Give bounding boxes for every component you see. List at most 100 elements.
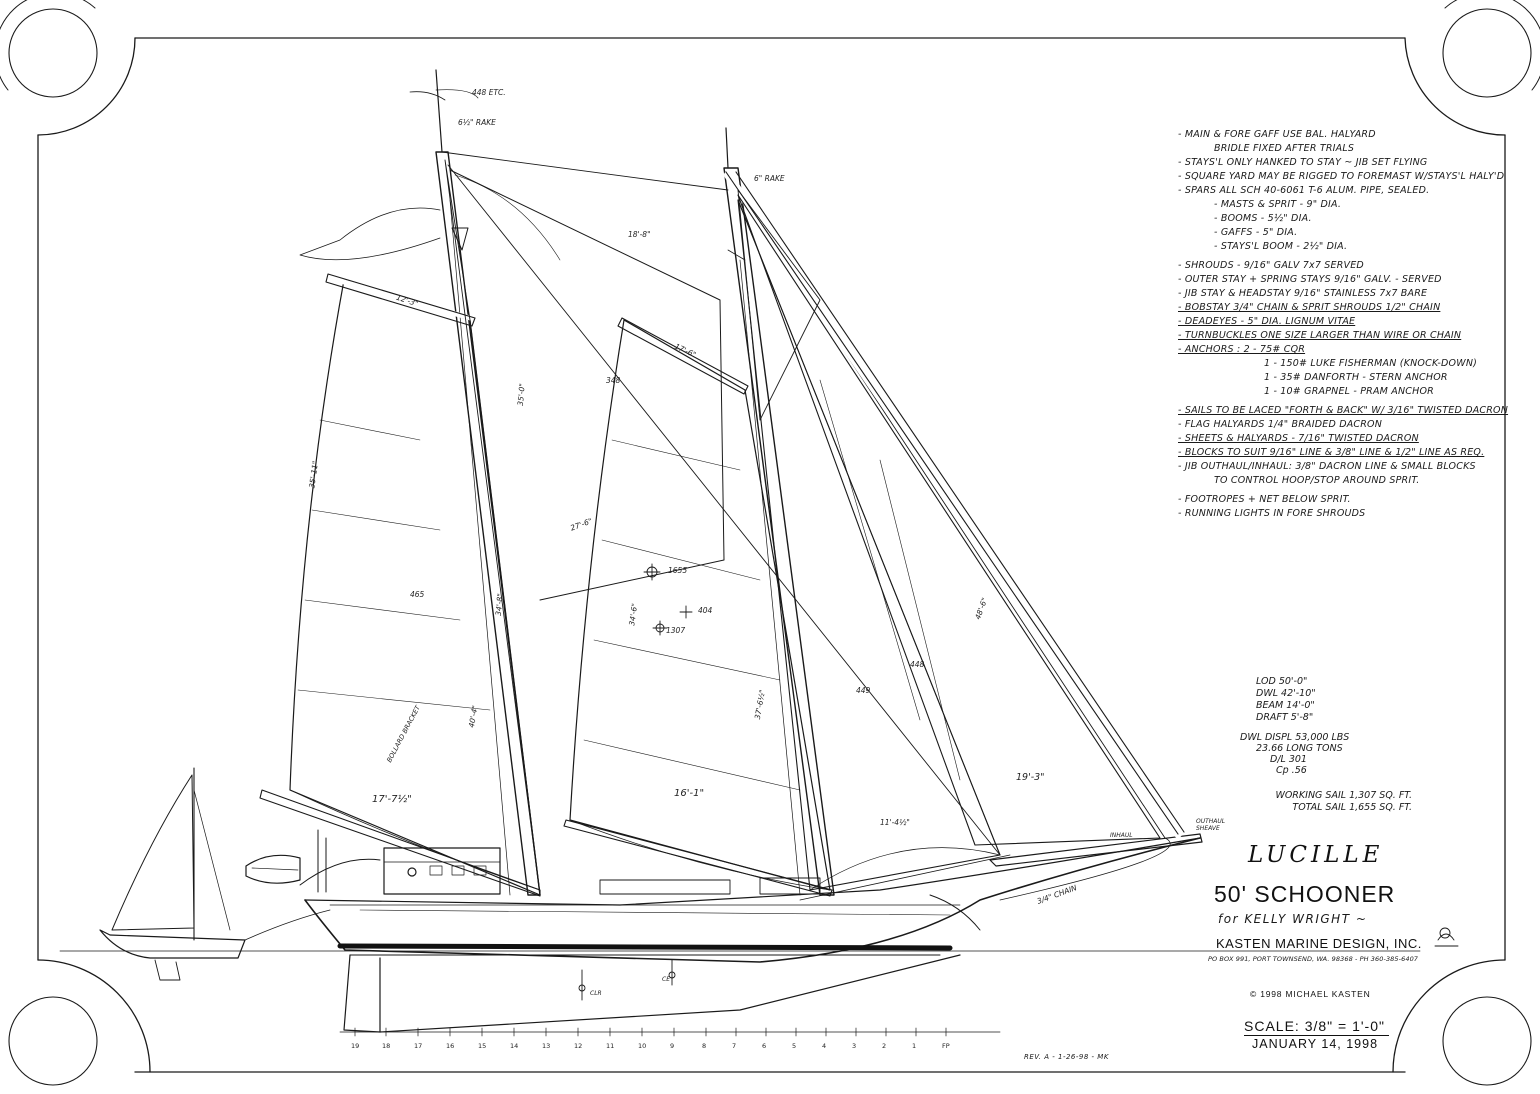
corner-ornament-bottom-right xyxy=(1442,996,1532,1086)
jib xyxy=(737,194,1161,846)
rigging-note: 1 - 35# DANFORTH - STERN ANCHOR xyxy=(1264,372,1448,383)
foresail xyxy=(259,273,541,897)
rigging-note: - OUTER STAY + SPRING STAYS 9/16" GALV. … xyxy=(1178,274,1442,285)
principal-dimensions: LOD 50'-0" DWL 42'-10" BEAM 14'-0" DRAFT… xyxy=(1256,676,1316,724)
fore-topsail xyxy=(444,159,725,896)
rigging-note: - GAFFS - 5" DIA. xyxy=(1214,227,1298,238)
label-fore-area: 465 xyxy=(410,590,425,599)
label-masthead-fore: 448 ETC. xyxy=(472,88,506,97)
deck-dinghy xyxy=(245,854,301,884)
reference-lines xyxy=(59,950,1421,1033)
label-outhaul: OUTHAUL SHEAVE xyxy=(1196,818,1226,832)
corner-ornament-top-right xyxy=(1442,0,1540,98)
rigging-note: - TURNBUCKLES ONE SIZE LARGER THAN WIRE … xyxy=(1178,330,1462,341)
firm-name: KASTEN MARINE DESIGN, INC. xyxy=(1216,936,1422,951)
label-stays-foot: 11'-4½" xyxy=(880,818,910,827)
fore-staysail xyxy=(737,199,1001,891)
station-number: 8 xyxy=(702,1042,707,1050)
pennant xyxy=(299,91,446,261)
rigging-note: TO CONTROL HOOP/STOP AROUND SPRIT. xyxy=(1214,475,1420,486)
station-number: FP xyxy=(942,1042,950,1050)
station-number: 9 xyxy=(670,1042,675,1050)
station-number: 16 xyxy=(446,1042,455,1050)
label-clr: CLR xyxy=(590,990,602,997)
dim-draft: DRAFT 5'-8" xyxy=(1256,712,1314,723)
dim-beam: BEAM 14'-0" xyxy=(1256,700,1315,711)
label-stays-area: 449 xyxy=(856,686,871,695)
dim-loa: LOD 50'-0" xyxy=(1256,676,1308,687)
rigging-note: - BLOCKS TO SUIT 9/16" LINE & 3/8" LINE … xyxy=(1178,447,1485,458)
label-rake-main: 6" RAKE xyxy=(754,174,785,183)
mainmast xyxy=(723,127,835,896)
sail-working: WORKING SAIL 1,307 SQ. FT. xyxy=(1275,790,1412,801)
rigging-note: - FLAG HALYARDS 1/4" BRAIDED DACRON xyxy=(1178,419,1383,430)
towed-dinghy xyxy=(99,767,331,981)
disp-long-tons: 23.66 LONG TONS xyxy=(1256,743,1343,754)
station-number: 5 xyxy=(792,1042,797,1050)
station-number: 2 xyxy=(882,1042,887,1050)
rigging-note: - SHEETS & HALYARDS - 7/16" TWISTED DACR… xyxy=(1178,433,1419,444)
rigging-note: - MASTS & SPRIT - 9" DIA. xyxy=(1214,199,1342,210)
label-topsail-area: 348 xyxy=(606,376,621,385)
vessel-type: 50' SCHOONER xyxy=(1214,881,1396,907)
rigging-note: - FOOTROPES + NET BELOW SPRIT. xyxy=(1178,494,1351,505)
corner-ornament-bottom-left xyxy=(8,996,98,1086)
rigging-note: - BOOMS - 5½" DIA. xyxy=(1214,213,1312,224)
station-number: 19 xyxy=(351,1042,360,1050)
rigging-note: - JIB STAY & HEADSTAY 9/16" STAINLESS 7x… xyxy=(1178,288,1428,299)
disp-cp: Cp .56 xyxy=(1276,765,1307,776)
label-bowsprit: INHAUL xyxy=(1110,832,1133,839)
label-main-area: 404 xyxy=(698,606,713,615)
station-number: 7 xyxy=(732,1042,737,1050)
label-main-ce2: 1307 xyxy=(666,626,686,635)
ce-marks xyxy=(578,563,693,1001)
station-number: 10 xyxy=(638,1042,647,1050)
station-number: 4 xyxy=(822,1042,827,1050)
rigging-note: - RUNNING LIGHTS IN FORE SHROUDS xyxy=(1178,508,1366,519)
firm-address: PO BOX 991, PORT TOWNSEND, WA. 98368 - P… xyxy=(1208,955,1419,963)
label-main-foot: 16'-1" xyxy=(674,788,705,799)
label-main-ce: 1655 xyxy=(668,566,688,575)
disp-dwl: DWL DISPL 53,000 LBS xyxy=(1240,732,1350,743)
dim-dwl: DWL 42'-10" xyxy=(1256,688,1316,699)
rigging-note: - SPARS ALL SCH 40-6061 T-6 ALUM. PIPE, … xyxy=(1178,185,1430,196)
station-number: 12 xyxy=(574,1042,583,1050)
station-number: 18 xyxy=(382,1042,391,1050)
drawing-scale: SCALE: 3/8" = 1'-0" xyxy=(1244,1018,1389,1036)
label-topsail-head: 18'-8" xyxy=(628,230,651,239)
drawing-date: JANUARY 14, 1998 xyxy=(1252,1037,1379,1051)
station-number: 14 xyxy=(510,1042,519,1050)
station-number: 17 xyxy=(414,1042,423,1050)
disp-dl: D/L 301 xyxy=(1270,754,1307,765)
station-number: 1 xyxy=(912,1042,917,1050)
designer-logo xyxy=(1434,927,1459,947)
station-number: 6 xyxy=(762,1042,767,1050)
label-rake-fore: 6½" RAKE xyxy=(458,118,496,127)
rigging-note: 1 - 10# GRAPNEL - PRAM ANCHOR xyxy=(1264,386,1434,397)
client-name: for KELLY WRIGHT ~ xyxy=(1218,912,1368,926)
revision-note: REV. A - 1-26-98 - MK xyxy=(1024,1053,1109,1061)
station-number: 13 xyxy=(542,1042,551,1050)
hull xyxy=(304,837,1201,1033)
rigging-note: - JIB OUTHAUL/INHAUL: 3/8" DACRON LINE &… xyxy=(1178,461,1476,472)
label-jib-foot: 19'-3" xyxy=(1016,772,1045,783)
sail-total: TOTAL SAIL 1,655 SQ. FT. xyxy=(1292,802,1412,813)
copyright: © 1998 MICHAEL KASTEN xyxy=(1250,989,1371,999)
displacement-block: DWL DISPL 53,000 LBS 23.66 LONG TONS D/L… xyxy=(1240,732,1349,776)
label-fore-foot: 17'-7½" xyxy=(372,794,412,805)
rigging-note: - BOBSTAY 3/4" CHAIN & SPRIT SHROUDS 1/2… xyxy=(1178,302,1441,313)
rigging-note: - SQUARE YARD MAY BE RIGGED TO FOREMAST … xyxy=(1178,171,1505,182)
rigging-note: 1 - 150# LUKE FISHERMAN (KNOCK-DOWN) xyxy=(1264,358,1478,369)
station-number: 3 xyxy=(852,1042,857,1050)
rigging-note: - MAIN & FORE GAFF USE BAL. HALYARD xyxy=(1178,129,1376,140)
rigging-note: - STAYS'L BOOM - 2½" DIA. xyxy=(1214,241,1348,252)
label-jib-area: 448 xyxy=(910,660,925,669)
rigging-note: - SHROUDS - 9/16" GALV 7x7 SERVED xyxy=(1178,260,1364,271)
rigging-note: - STAYS'L ONLY HANKED TO STAY ~ JIB SET … xyxy=(1178,157,1428,168)
rigging-note: - DEADEYES - 5" DIA. LIGNUM VITAE xyxy=(1178,316,1356,327)
label-ce: CE xyxy=(662,976,670,983)
border-frame xyxy=(37,37,1506,1073)
